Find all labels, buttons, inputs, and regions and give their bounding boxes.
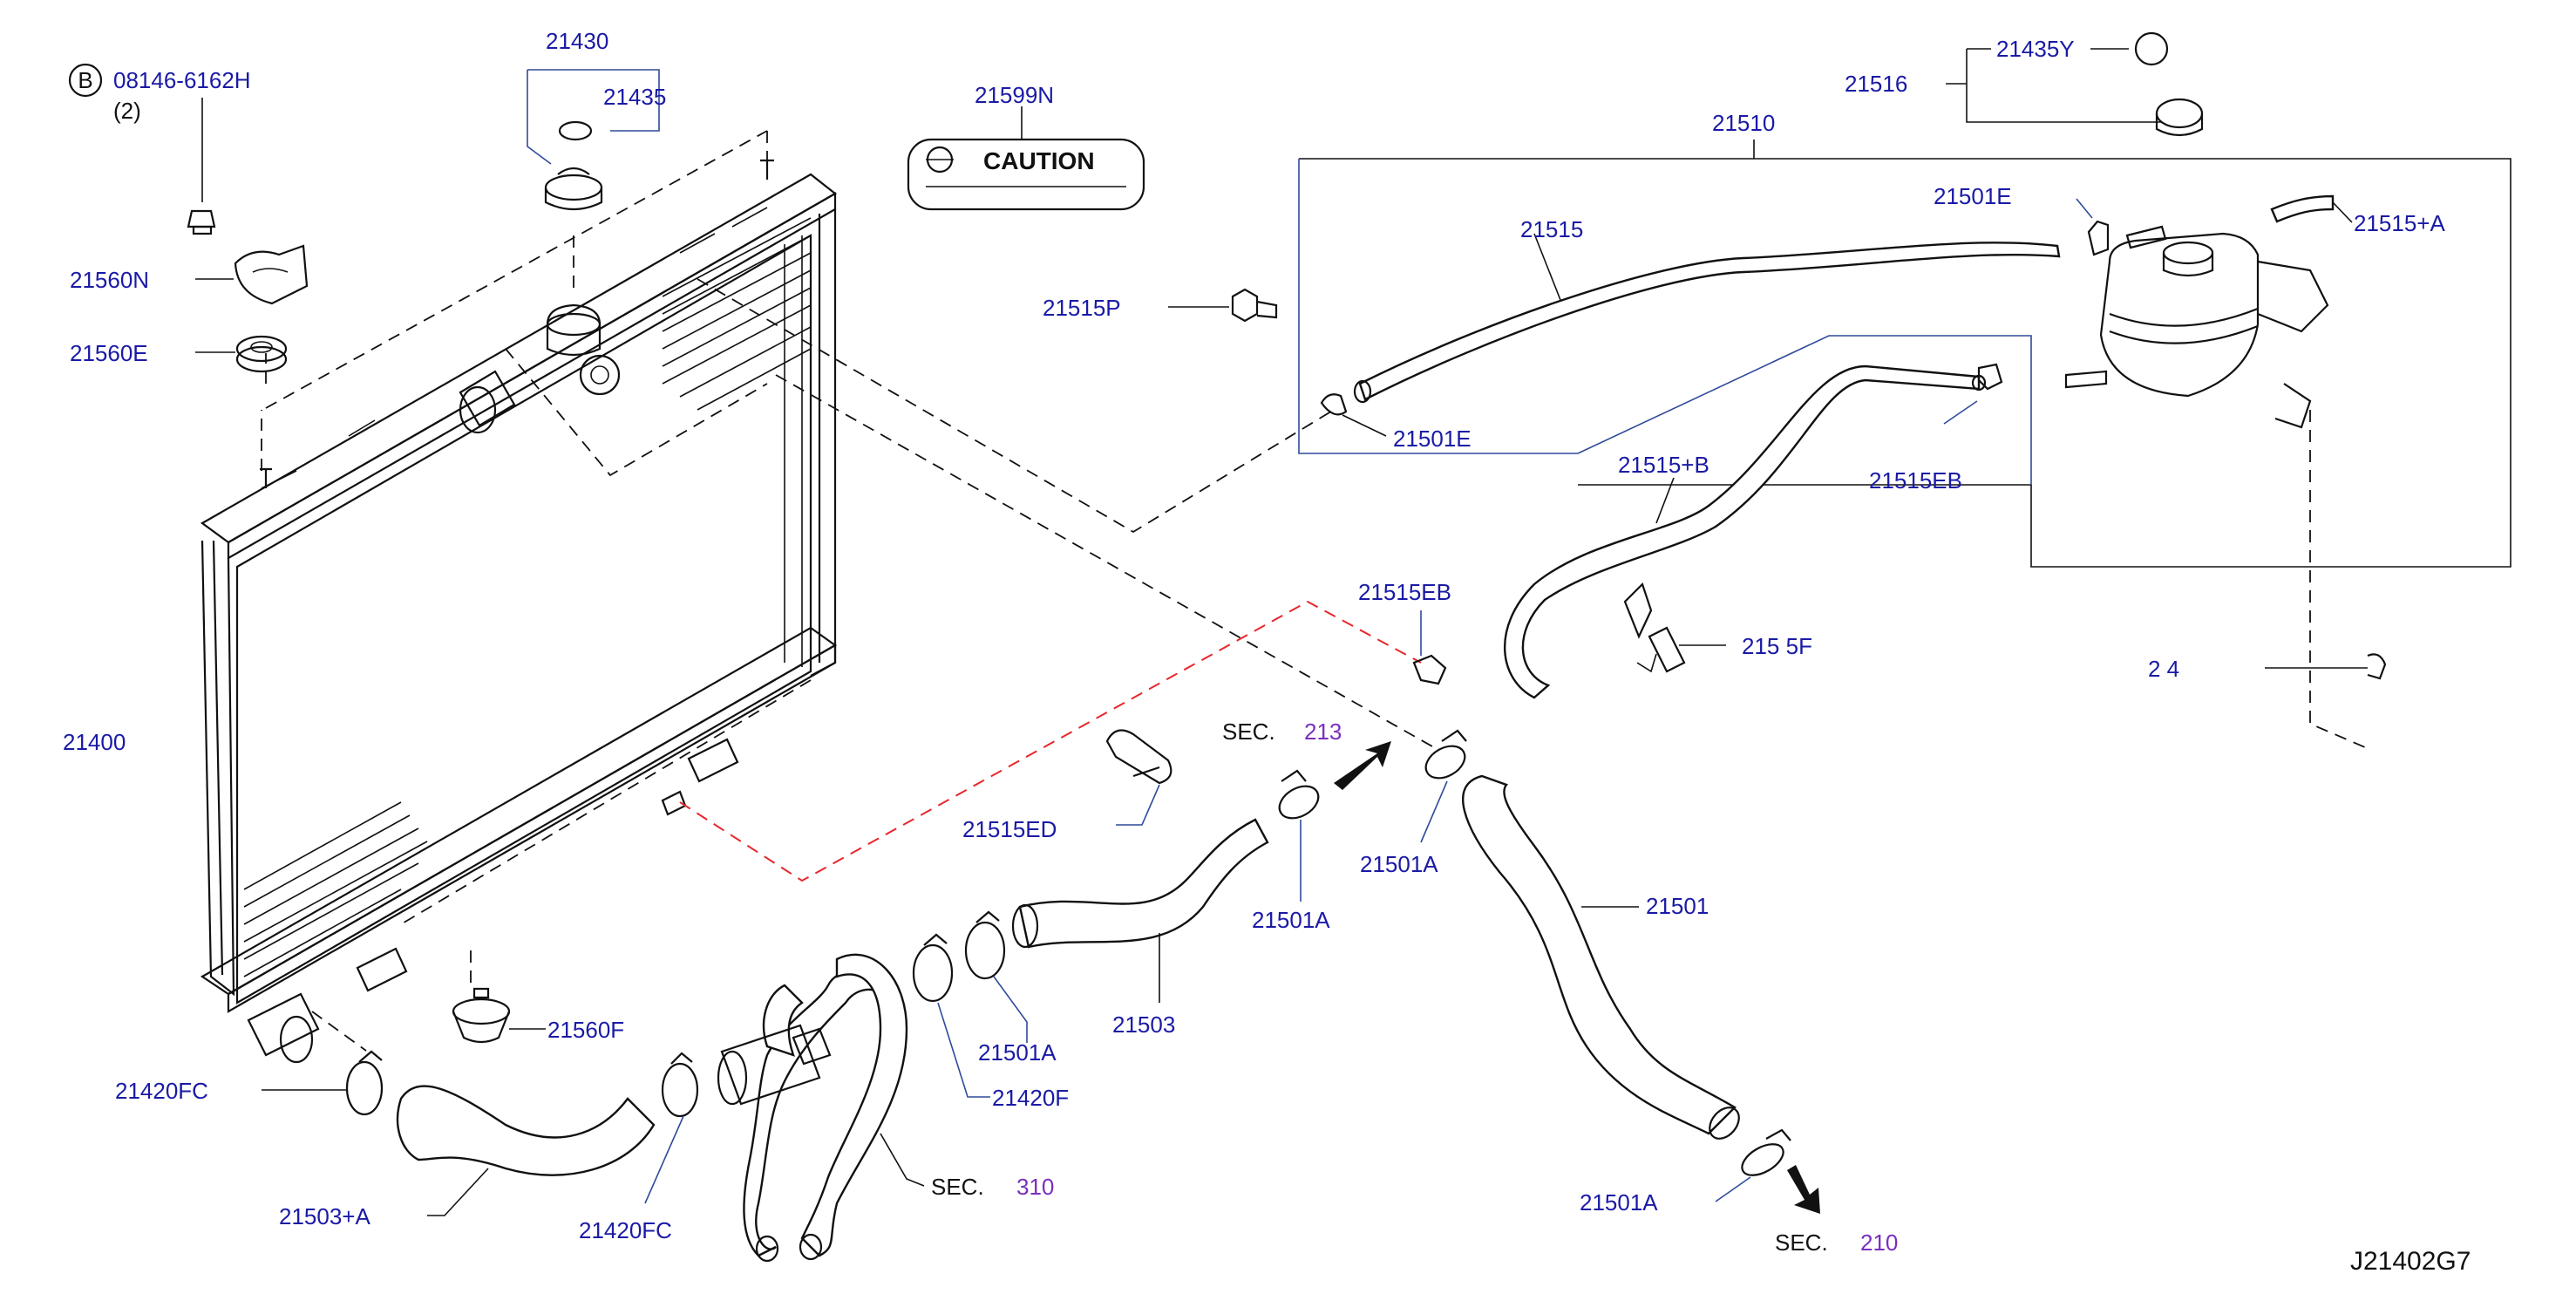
clamp-21420FC-left — [262, 1050, 384, 1116]
clamp-21501A-2 — [1278, 769, 1320, 902]
label-21515EB-mid[interactable]: 21515EB — [1358, 579, 1451, 605]
hose-21515 — [1353, 233, 2061, 404]
label-21599N[interactable]: 21599N — [975, 82, 1054, 108]
label-sec213-num[interactable]: 213 — [1304, 719, 1342, 745]
radiator-21400 — [200, 159, 838, 1064]
label-sec310-num[interactable]: 310 — [1016, 1174, 1054, 1200]
bolt-marker: B — [78, 67, 92, 93]
label-21560N[interactable]: 21560N — [70, 267, 149, 293]
label-sec210-prefix: SEC. — [1775, 1229, 1828, 1256]
clip-21515P — [1168, 288, 1278, 323]
label-214-partial[interactable]: 2 4 — [2148, 656, 2179, 682]
label-21516[interactable]: 21516 — [1845, 71, 1907, 97]
part-labels: 08146-6162H (2) 21430 21435 21599N 21435… — [63, 28, 2471, 1276]
clamp-21420FC-bottom — [644, 1052, 699, 1204]
label-21503A[interactable]: 21503+A — [279, 1203, 370, 1229]
diagram-id: J21402G7 — [2350, 1247, 2471, 1276]
label-21501E-top[interactable]: 21501E — [1934, 183, 2012, 209]
sec310-hoses — [717, 953, 925, 1263]
label-21501E-bottom[interactable]: 21501E — [1393, 426, 1472, 452]
section-210-arrow — [1787, 1165, 1820, 1214]
label-21515[interactable]: 21515 — [1520, 216, 1583, 242]
clamp-21501A-4 — [1715, 1128, 1791, 1202]
label-21430[interactable]: 21430 — [546, 28, 608, 54]
grommet-21560E — [195, 335, 288, 373]
clip-215-5F — [1623, 582, 1726, 673]
caution-plate-21599N[interactable]: CAUTION — [907, 106, 1145, 211]
clamp-21501A-1 — [1420, 729, 1467, 843]
label-sec310-prefix: SEC. — [931, 1174, 984, 1200]
reservoir-tank — [2064, 225, 2329, 429]
caution-label: CAUTION — [983, 147, 1095, 174]
clip-21515ED — [1105, 729, 1172, 826]
label-sec210-num[interactable]: 210 — [1860, 1229, 1898, 1256]
reservoir-cap-21516 — [1946, 31, 2204, 137]
hose-21503A — [396, 1085, 656, 1216]
label-21501[interactable]: 21501 — [1646, 893, 1709, 919]
cap-21560F — [452, 987, 546, 1044]
hose-21503 — [1011, 818, 1269, 1003]
label-21515B[interactable]: 21515+B — [1618, 452, 1709, 478]
reservoir-group-21510 — [1298, 140, 2511, 568]
clamp-21501E-top — [2076, 198, 2110, 256]
label-21503[interactable]: 21503 — [1112, 1011, 1175, 1038]
label-21560F[interactable]: 21560F — [547, 1017, 624, 1043]
label-sec213-prefix: SEC. — [1222, 719, 1275, 745]
section-213-arrow — [1334, 741, 1391, 790]
clip-214-partial — [2265, 653, 2387, 680]
label-21560E[interactable]: 21560E — [70, 340, 148, 366]
radiator-cap-21430 — [527, 69, 660, 211]
clamp-21501E-bottom — [1320, 393, 1387, 437]
label-21515EB-right[interactable]: 21515EB — [1869, 467, 1962, 494]
hose-21515A — [2270, 194, 2353, 223]
clamp-21515EB-mid — [1412, 610, 1447, 685]
label-21501A-4[interactable]: 21501A — [1580, 1189, 1658, 1216]
label-21420F[interactable]: 21420F — [992, 1085, 1069, 1111]
clamps-21501A-21420F — [912, 910, 1028, 1098]
label-21420FC-bottom[interactable]: 21420FC — [579, 1217, 672, 1243]
clamp-21515EB-right — [1943, 363, 2003, 425]
label-21515ED[interactable]: 21515ED — [962, 816, 1057, 842]
alignment-dashes — [261, 130, 2372, 1052]
label-bolt-qty: (2) — [113, 98, 141, 124]
label-21400[interactable]: 21400 — [63, 729, 126, 755]
label-21515A[interactable]: 21515+A — [2354, 210, 2445, 236]
label-bolt[interactable]: 08146-6162H — [113, 67, 251, 93]
label-21501A-3[interactable]: 21501A — [978, 1039, 1057, 1066]
label-215-5F[interactable]: 215 5F — [1742, 633, 1812, 659]
mount-21560N — [195, 244, 309, 305]
label-21435[interactable]: 21435 — [603, 84, 666, 110]
label-21435Y[interactable]: 21435Y — [1996, 36, 2075, 62]
label-21515P[interactable]: 21515P — [1043, 295, 1121, 321]
hose-21501 — [1462, 774, 1740, 1140]
label-21510[interactable]: 21510 — [1712, 110, 1775, 136]
bolt-08146-6162H: B — [68, 63, 216, 235]
label-21501A-2[interactable]: 21501A — [1252, 907, 1330, 933]
label-21420FC-left[interactable]: 21420FC — [115, 1078, 208, 1104]
label-21501A-1[interactable]: 21501A — [1360, 851, 1438, 877]
